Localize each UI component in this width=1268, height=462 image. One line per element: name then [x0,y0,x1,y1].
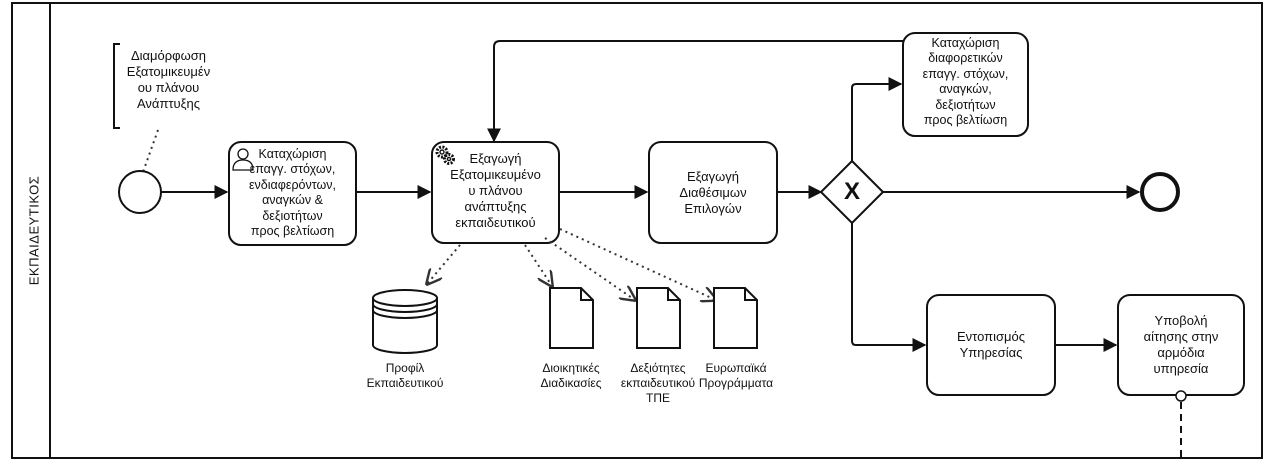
task-submit-application-label: Υποβολή αίτησης στην αρμόδια υπηρεσία [1143,313,1219,376]
association-to-ict [544,237,635,300]
task-register-different-label: Καταχώριση διαφορετικών επαγγ. στόχων, α… [922,35,1009,128]
task-export-plan-box[interactable] [431,141,560,244]
pool-frame [11,2,1263,459]
flow-gateway-to-locate-service [851,223,927,352]
task-export-options-box[interactable] [648,141,778,244]
start-event[interactable] [118,170,162,214]
annotation-bracket [113,43,120,129]
annotation-association [142,129,159,173]
exclusive-gateway[interactable] [819,159,885,225]
data-store-label: Προφίλ Εκπαιδευτικού [366,361,444,390]
task-locate-service-label: Εντοπισμός Υπηρεσίας [956,329,1026,360]
document-icon-ict[interactable] [636,287,681,349]
end-event[interactable] [1140,172,1180,212]
association-to-eu [559,228,716,300]
annotation-text: Διαμόρφωση Εξατομικευμέν ου πλάνου Ανάπτ… [126,48,211,111]
data-store-icon[interactable] [372,289,438,354]
document-icon-eu[interactable] [713,287,758,349]
association-to-admin [524,244,552,286]
gateway-x-symbol: X [843,178,860,205]
message-flow-origin [1175,390,1187,402]
task-export-plan-label: Εξαγωγή Εξατομικευμένο υ πλάνου ανάπτυξη… [450,151,541,230]
data-object-admin-label: Διοικητικές Διαδικασίες [540,361,602,390]
task-register-goals-label: Καταχώριση επαγγ. στόχων, ενδιαφερόντων,… [248,146,337,239]
data-object-ict-label: Δεξιότητες εκπαιδευτικού ΤΠΕ [620,361,696,405]
task-locate-service-box[interactable] [926,294,1056,396]
flow-loop-back [487,40,903,143]
gear-icon [435,145,455,165]
data-object-eu-label: Ευρωπαϊκά Προγράμματα [698,361,774,390]
flow-gateway-to-register-different [851,77,903,161]
task-register-different-box[interactable] [902,32,1029,137]
task-export-options-label: Εξαγωγή Διαθέσιμων Επιλογών [679,168,747,216]
lane-label-text: ΕΚΠΑΙΔΕΥΤΙΚΟΣ [26,175,42,285]
task-register-goals-box[interactable] [228,141,357,246]
document-icon-admin[interactable] [549,287,594,349]
lane-label: ΕΚΠΑΙΔΕΥΤΙΚΟΣ [14,100,54,360]
association-to-profile [427,244,461,284]
user-icon [232,148,254,171]
